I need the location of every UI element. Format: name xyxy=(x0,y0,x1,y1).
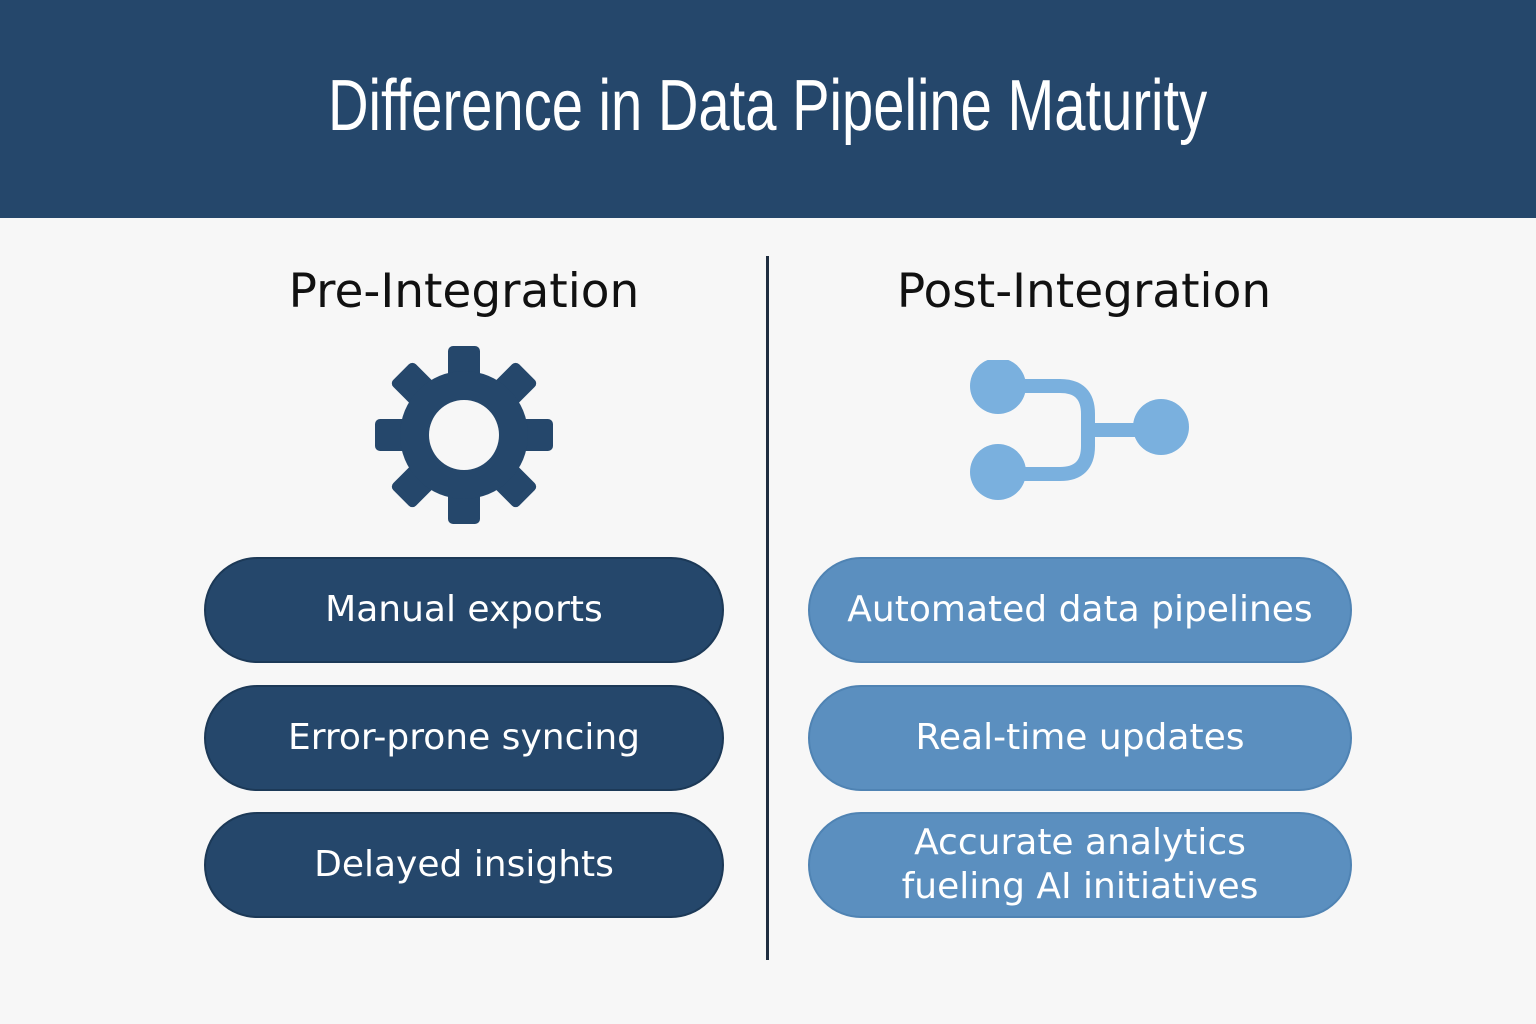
gear-icon xyxy=(375,346,553,524)
pill-label: Accurate analytics fueling AI initiative… xyxy=(901,822,1259,907)
pill-label: Delayed insights xyxy=(314,844,614,885)
pill-label: Automated data pipelines xyxy=(847,589,1313,630)
post-item-accurate-analytics: Accurate analytics fueling AI initiative… xyxy=(808,812,1352,918)
post-item-automated-pipelines: Automated data pipelines xyxy=(808,557,1352,663)
header-banner: Difference in Data Pipeline Maturity xyxy=(0,0,1536,218)
pre-item-delayed-insights: Delayed insights xyxy=(204,812,724,918)
pill-label: Manual exports xyxy=(325,589,603,630)
page-title: Difference in Data Pipeline Maturity xyxy=(328,66,1208,146)
pill-label: Real-time updates xyxy=(915,717,1245,758)
column-divider xyxy=(766,256,769,960)
flow-merge-icon xyxy=(970,360,1189,500)
post-integration-heading: Post-Integration xyxy=(896,264,1272,319)
pre-integration-heading: Pre-Integration xyxy=(288,264,640,319)
pre-item-error-prone-syncing: Error-prone syncing xyxy=(204,685,724,791)
pre-item-manual-exports: Manual exports xyxy=(204,557,724,663)
post-item-real-time-updates: Real-time updates xyxy=(808,685,1352,791)
pill-label: Error-prone syncing xyxy=(287,717,641,758)
